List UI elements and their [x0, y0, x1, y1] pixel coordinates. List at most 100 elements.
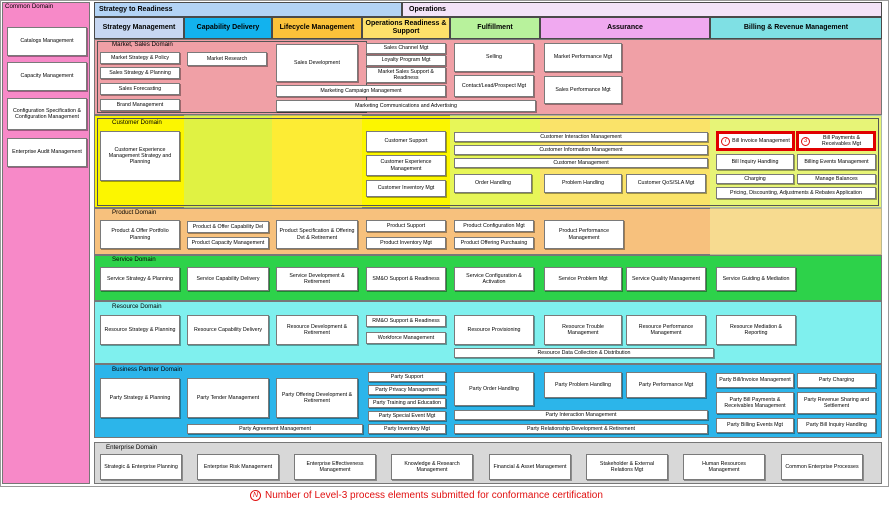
service-problem-mgt[interactable]: Service Problem Mgt [544, 267, 622, 291]
sales-strategy-planning[interactable]: Sales Strategy & Planning [100, 67, 180, 79]
customer-inventory-mgt[interactable]: Customer Inventory Mgt [366, 180, 446, 197]
resource-performance-management[interactable]: Resource Performance Management [626, 315, 706, 345]
party-problem-handling[interactable]: Party Problem Handling [544, 372, 622, 398]
capacity-management[interactable]: Capacity Management [7, 62, 87, 91]
resource-development-retirement[interactable]: Resource Development & Retirement [276, 315, 358, 345]
party-billing-events-mgt[interactable]: Party Billing Events Mgt [716, 418, 794, 433]
bill-invoice-management[interactable]: 7 Bill Invoice Management [716, 131, 795, 151]
human-resources-management[interactable]: Human Resources Management [683, 454, 765, 480]
product-offer-capability-delivery[interactable]: Product & Offer Capability Del [187, 221, 269, 233]
party-agreement-management[interactable]: Party Agreement Management [187, 424, 363, 434]
service-configuration-activation[interactable]: Service Configuration & Activation [454, 267, 534, 291]
customer-experience-strategy-planning[interactable]: Customer Experience Management Strategy … [100, 131, 180, 181]
rmo-support-readiness[interactable]: RM&O Support & Readiness [366, 315, 446, 327]
product-capacity-management[interactable]: Product Capacity Management [187, 237, 269, 249]
knowledge-research-management[interactable]: Knowledge & Research Management [391, 454, 473, 480]
sales-forecasting[interactable]: Sales Forecasting [100, 83, 180, 95]
customer-interaction-management[interactable]: Customer Interaction Management [454, 132, 708, 142]
product-configuration-mgt[interactable]: Product Configuration Mgt [454, 220, 534, 232]
resource-mediation-reporting[interactable]: Resource Mediation & Reporting [716, 315, 796, 345]
order-handling[interactable]: Order Handling [454, 174, 532, 193]
group-strategy-to-readiness: Strategy to Readiness [94, 2, 402, 17]
smo-support-readiness[interactable]: SM&O Support & Readiness [366, 267, 446, 291]
party-interaction-management[interactable]: Party Interaction Management [454, 410, 708, 420]
customer-information-management[interactable]: Customer Information Management [454, 145, 708, 155]
product-specification-offering[interactable]: Product Specification & Offering Dvt & R… [276, 220, 358, 249]
product-performance-management[interactable]: Product Performance Management [544, 220, 624, 249]
brand-management[interactable]: Brand Management [100, 99, 180, 111]
sales-performance-mgt[interactable]: Sales Performance Mgt [544, 76, 622, 104]
service-strategy-planning[interactable]: Service Strategy & Planning [100, 267, 180, 291]
party-tender-management[interactable]: Party Tender Management [187, 378, 269, 418]
marketing-campaign-management[interactable]: Marketing Campaign Management [276, 85, 446, 97]
customer-management[interactable]: Customer Management [454, 158, 708, 168]
problem-handling[interactable]: Problem Handling [544, 174, 622, 193]
sales-development[interactable]: Sales Development [276, 44, 358, 82]
party-training-education[interactable]: Party Training and Education [368, 398, 446, 408]
party-charging[interactable]: Party Charging [797, 373, 876, 388]
catalogs-management[interactable]: Catalogs Management [7, 27, 87, 56]
party-offering-development-retirement[interactable]: Party Offering Development & Retirement [276, 378, 358, 418]
service-development-retirement[interactable]: Service Development & Retirement [276, 267, 358, 291]
strategic-enterprise-planning[interactable]: Strategic & Enterprise Planning [100, 454, 182, 480]
customer-domain-frame [97, 118, 879, 206]
contact-lead-prospect-mgt[interactable]: Contact/Lead/Prospect Mgt [454, 75, 534, 97]
product-inventory-mgt[interactable]: Product Inventory Mgt [366, 237, 446, 249]
bill-inquiry-handling[interactable]: Bill Inquiry Handling [716, 154, 794, 170]
service-guiding-mediation[interactable]: Service Guiding & Mediation [716, 267, 796, 291]
financial-asset-management[interactable]: Financial & Asset Management [489, 454, 571, 480]
product-offer-portfolio-planning[interactable]: Product & Offer Portfolio Planning [100, 220, 180, 249]
configuration-specification-management[interactable]: Configuration Specification & Configurat… [7, 98, 87, 130]
bill-payments-receivables-mgt[interactable]: 3 Bill Payments & Receivables Mgt [796, 131, 876, 151]
charging[interactable]: Charging [716, 174, 794, 184]
party-bill-inquiry-handling[interactable]: Party Bill Inquiry Handling [797, 418, 876, 433]
group-operations: Operations [402, 2, 882, 17]
stakeholder-external-relations-mgt[interactable]: Stakeholder & External Relations Mgt [586, 454, 668, 480]
resource-provisioning[interactable]: Resource Provisioning [454, 315, 534, 345]
workforce-management[interactable]: Workforce Management [366, 332, 446, 344]
service-capability-delivery[interactable]: Service Capability Delivery [187, 267, 269, 291]
loyalty-program-mgt[interactable]: Loyalty Program Mgt [366, 55, 446, 66]
party-support[interactable]: Party Support [368, 372, 446, 382]
enterprise-risk-management[interactable]: Enterprise Risk Management [197, 454, 279, 480]
party-inventory-mgt[interactable]: Party Inventory Mgt [368, 424, 446, 434]
party-performance-mgt[interactable]: Party Performance Mgt [626, 372, 706, 398]
customer-qos-sla-mgt[interactable]: Customer QoS/SLA Mgt [626, 174, 706, 193]
service-quality-management[interactable]: Service Quality Management [626, 267, 706, 291]
sales-channel-mgt[interactable]: Sales Channel Mgt [366, 43, 446, 54]
market-sales-support-readiness[interactable]: Market Sales Support & Readiness [366, 67, 446, 83]
marketing-communications-advertising[interactable]: Marketing Communications and Advertising [276, 100, 536, 112]
customer-support[interactable]: Customer Support [366, 131, 446, 152]
party-bill-payments-receivables[interactable]: Party Bill Payments & Receivables Manage… [716, 392, 794, 414]
resource-strategy-planning[interactable]: Resource Strategy & Planning [100, 315, 180, 345]
party-bill-invoice-management[interactable]: Party Bill/Invoice Management [716, 373, 794, 388]
selling[interactable]: Selling [454, 43, 534, 72]
market-performance-mgt[interactable]: Market Performance Mgt [544, 43, 622, 72]
resource-domain-label: Resource Domain [112, 303, 162, 310]
col-tint-capability [184, 115, 272, 208]
manage-balances[interactable]: Manage Balances [797, 174, 876, 184]
product-domain-label: Product Domain [112, 209, 157, 216]
resource-data-collection-distribution[interactable]: Resource Data Collection & Distribution [454, 348, 714, 358]
resource-capability-delivery[interactable]: Resource Capability Delivery [187, 315, 269, 345]
enterprise-effectiveness-management[interactable]: Enterprise Effectiveness Management [294, 454, 376, 480]
party-privacy-management[interactable]: Party Privacy Management [368, 385, 446, 395]
customer-experience-management[interactable]: Customer Experience Management [366, 155, 446, 176]
party-relationship-development-retirement[interactable]: Party Relationship Development & Retirem… [454, 424, 708, 434]
party-order-handling[interactable]: Party Order Handling [454, 372, 534, 406]
party-revenue-sharing-settlement[interactable]: Party Revenue Sharing and Settlement [797, 392, 876, 414]
bill-payments-label: Bill Payments & Receivables Mgt [821, 134, 862, 147]
legend: N Number of Level-3 process elements sub… [250, 490, 603, 501]
product-offering-purchasing[interactable]: Product Offering Purchasing [454, 237, 534, 249]
col-assurance: Assurance [540, 17, 710, 39]
pricing-discounting-application[interactable]: Pricing, Discounting, Adjustments & Reba… [716, 187, 876, 199]
party-special-event-mgt[interactable]: Party Special Event Mgt [368, 411, 446, 421]
product-support[interactable]: Product Support [366, 220, 446, 232]
market-strategy-policy[interactable]: Market Strategy & Policy [100, 52, 180, 64]
resource-trouble-management[interactable]: Resource Trouble Management [544, 315, 622, 345]
common-enterprise-processes[interactable]: Common Enterprise Processes [781, 454, 863, 480]
enterprise-audit-management[interactable]: Enterprise Audit Management [7, 138, 87, 167]
billing-events-management[interactable]: Billing Events Management [797, 154, 876, 170]
market-research[interactable]: Market Research [187, 52, 267, 66]
party-strategy-planning[interactable]: Party Strategy & Planning [100, 378, 180, 418]
